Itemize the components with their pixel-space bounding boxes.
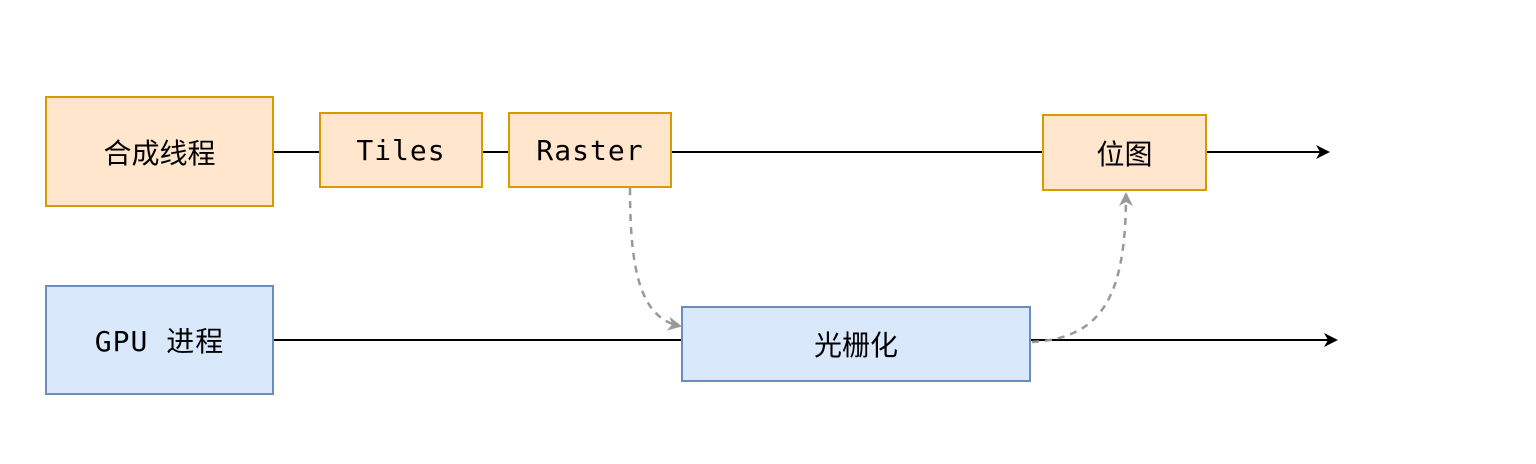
- tiles-node: Tiles: [319, 112, 483, 188]
- compositor-thread-lane: 合成线程: [45, 96, 274, 207]
- bitmap-label: 位图: [1096, 137, 1153, 171]
- tiles-label: Tiles: [356, 133, 446, 167]
- gpu-process-label: GPU 进程: [94, 325, 225, 358]
- raster-label: Raster: [536, 133, 644, 167]
- compositor-thread-label: 合成线程: [103, 136, 216, 170]
- rasterize-node: 光栅化: [681, 306, 1031, 382]
- rasterize-to-bitmap-dashed-arrow: [1031, 192, 1133, 344]
- raster-node: Raster: [508, 112, 672, 188]
- rasterize-label: 光栅化: [813, 329, 898, 362]
- bitmap-node: 位图: [1042, 114, 1207, 191]
- gpu-process-lane: GPU 进程: [45, 285, 274, 395]
- raster-to-rasterize-dashed-arrow: [628, 187, 682, 331]
